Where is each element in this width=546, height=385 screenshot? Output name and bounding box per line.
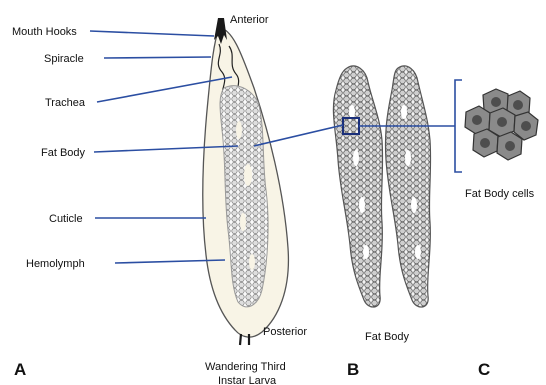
fat-body-cells-caption: Fat Body cells [465, 188, 535, 200]
spiracle-leader [104, 57, 211, 58]
mouth-hooks-label: Mouth Hooks [12, 26, 77, 38]
panel-b-label: B [347, 360, 359, 379]
larva-caption-line2: Instar Larva [218, 375, 277, 385]
fat-body-caption: Fat Body [365, 331, 410, 343]
posterior-label: Posterior [263, 326, 307, 338]
hemolymph-label: Hemolymph [26, 258, 85, 270]
mouth-hooks-leader [90, 31, 214, 36]
fat-body-left-lobe [333, 66, 382, 307]
panel-c-label: C [478, 360, 490, 379]
anterior-label: Anterior [230, 14, 269, 26]
panel-a-label: A [14, 360, 26, 379]
spiracle-label: Spiracle [44, 53, 84, 65]
trachea-label: Trachea [45, 97, 86, 109]
larva-caption-line1: Wandering Third [205, 361, 286, 373]
fat-body-label: Fat Body [41, 147, 86, 159]
fat-body-cells-cluster [465, 89, 538, 160]
cells-bracket [455, 80, 462, 172]
cuticle-label: Cuticle [49, 213, 83, 225]
fat-body-right-lobe [385, 66, 430, 307]
